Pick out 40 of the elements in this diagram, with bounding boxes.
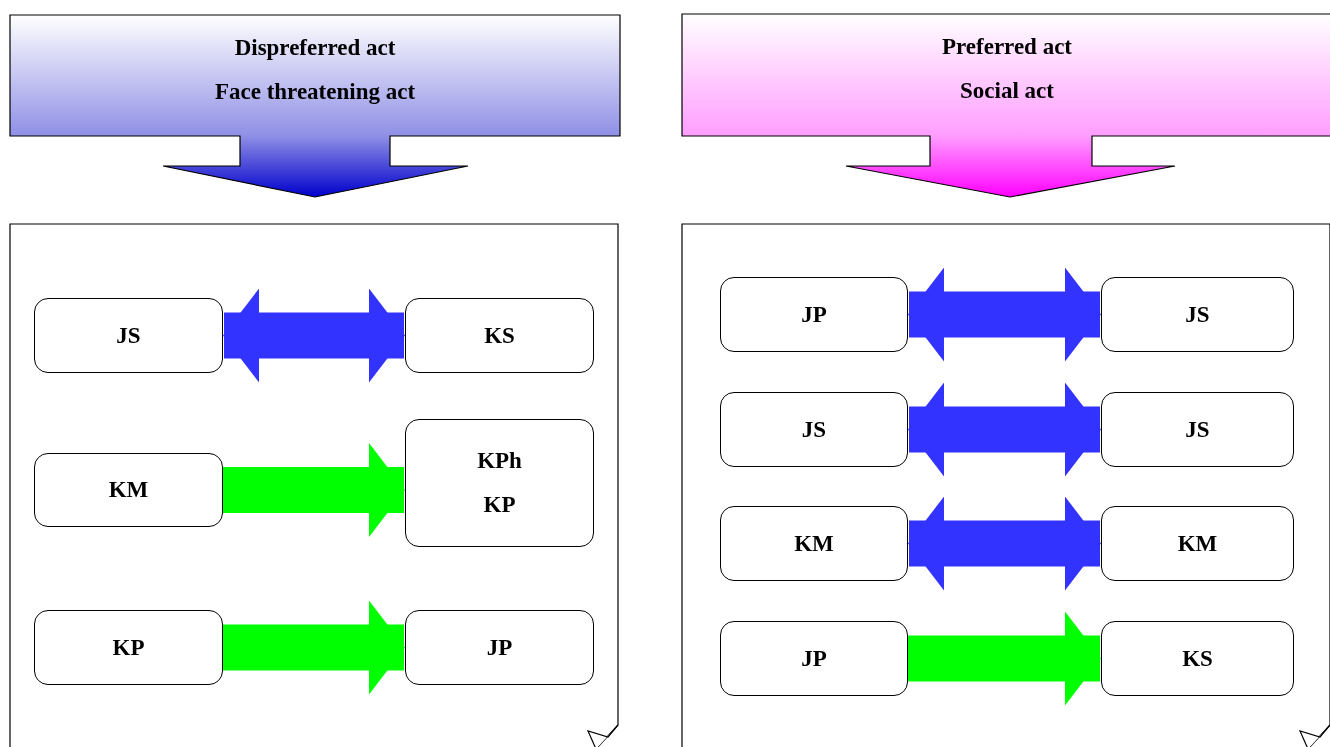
label-box	[720, 277, 908, 352]
block-arrow	[223, 600, 405, 695]
block-arrow	[908, 611, 1101, 706]
box-label: KM	[108, 477, 149, 503]
block-arrow	[223, 443, 405, 537]
callout-text: Preferred act	[941, 34, 1072, 60]
label-box	[720, 392, 908, 467]
label-box	[405, 419, 594, 547]
label-box	[720, 506, 908, 581]
label-box	[34, 453, 223, 527]
callout-text: Face threatening act	[214, 79, 416, 105]
callout-text: Social act	[960, 78, 1054, 104]
box-label: JP	[801, 301, 827, 328]
box-label: JS	[116, 322, 141, 349]
box-label: KPh	[477, 448, 522, 474]
label-box	[1101, 277, 1294, 352]
box-label: KS	[484, 322, 515, 349]
label-box	[1101, 506, 1294, 581]
label-box	[405, 610, 594, 685]
box-label: KP	[483, 492, 516, 518]
block-arrow	[908, 496, 1101, 591]
box-label: JP	[486, 634, 513, 661]
box-label: KM	[794, 530, 834, 557]
box-label: JP	[801, 645, 827, 672]
block-arrow	[908, 382, 1101, 477]
label-box	[1101, 392, 1294, 467]
block-arrow	[908, 267, 1101, 362]
box-label: JS	[1185, 416, 1210, 443]
callout-text: Dispreferred act	[234, 35, 396, 61]
label-box	[1101, 621, 1294, 696]
label-box	[34, 610, 223, 685]
box-label: KS	[1182, 645, 1213, 672]
label-box	[405, 298, 594, 373]
block-arrow	[223, 288, 405, 383]
label-box	[720, 621, 908, 696]
box-label: KP	[112, 634, 145, 661]
box-label: KM	[1177, 530, 1218, 557]
box-label: JS	[1185, 301, 1210, 328]
label-box	[34, 298, 223, 373]
box-label: JS	[801, 416, 827, 443]
